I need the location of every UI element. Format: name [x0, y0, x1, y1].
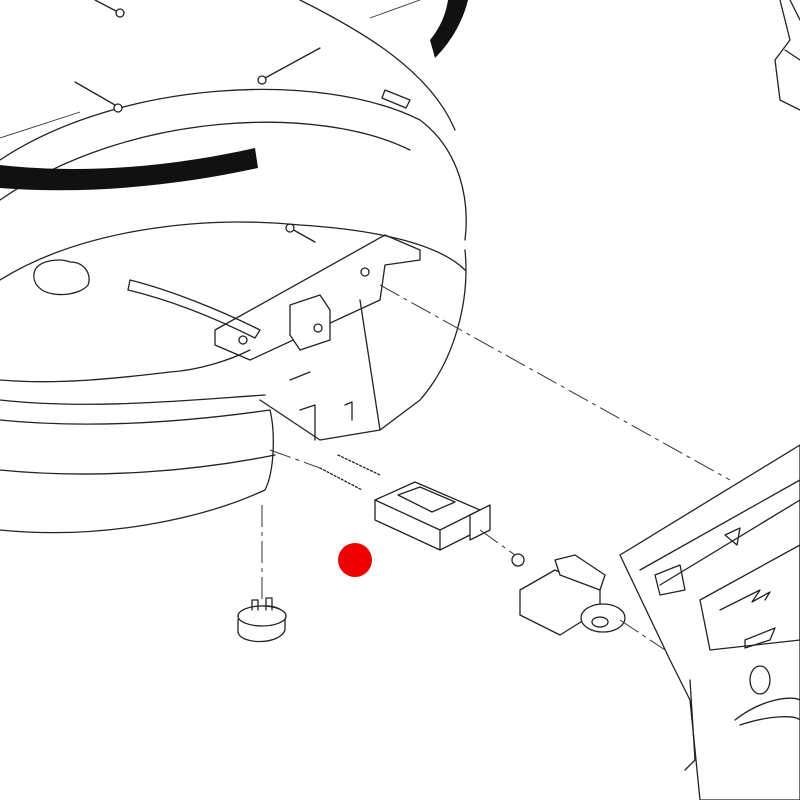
case-base — [0, 221, 467, 534]
lock-cylinder — [511, 553, 626, 636]
top-right-part-fragment — [774, 0, 800, 111]
screws — [74, 0, 321, 243]
latch-slider — [374, 481, 491, 551]
rubber-foot — [237, 597, 287, 643]
springs — [319, 454, 381, 491]
top-case-lid — [0, 0, 468, 241]
red-marker-dot — [338, 543, 372, 577]
front-latch-panel — [619, 444, 800, 800]
